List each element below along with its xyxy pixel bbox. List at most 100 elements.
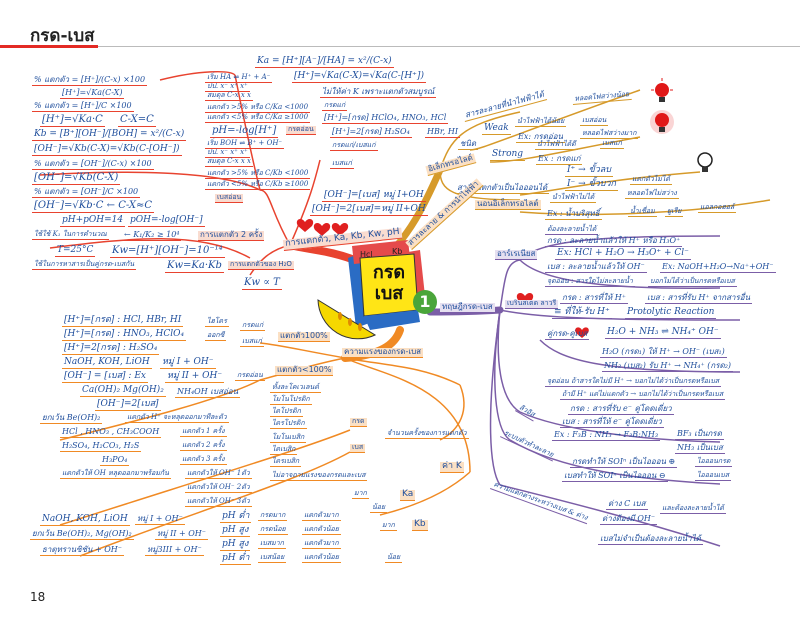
red-branch-node: % แตกตัว = [OH⁻]/C ×100 (32, 187, 141, 198)
purple-branch-node: NH₃ เป็นเบส (675, 443, 725, 454)
gold-branch-node: เบสอ่อน (580, 116, 609, 126)
orange-branch-node: โมโนเบสิก (270, 433, 307, 443)
orange-branch-node: NH₄OH เบสอ่อน (175, 387, 241, 398)
red-branch-node: % แตกตัว = [OH⁻]/(C-x) ×100 (32, 159, 154, 170)
red-branch-node: [H⁺]=√Ka(C-X) (60, 88, 125, 99)
lightbulb-off-icon (697, 152, 713, 172)
page-title: กรด-เบส (30, 26, 95, 46)
gold-branch-node: I⁺ → ขั้วลบ (565, 165, 614, 177)
orange-branch-node: แตกตัวน้อย (302, 525, 341, 535)
orange-branch-node: แตกตัวน้อย (302, 553, 341, 563)
chapter-number-badge: 1 (413, 290, 437, 314)
purple-branch-node: และต้องละลายน้ำได้ (660, 504, 726, 514)
gold-branch-node: หลอดไฟสว่างมาก (580, 129, 639, 139)
purple-branch-node: H₂O (กรด₁) ให้ H⁺ → OH⁻ (เบส₁) (600, 347, 727, 358)
red-branch-node: T=25°C (55, 245, 96, 257)
center-title-line: เบส (374, 283, 404, 304)
gold-branch-node: Ex: กรดอ่อน (516, 132, 566, 143)
purple-branch-node: เบรินสเตด ลาวรี (505, 299, 559, 309)
orange-branch-node: ไม่อาจถามแรงของกรดและเบส (270, 471, 368, 481)
orange-branch-node: แตกตัวให้ OH หลุดออกมาพร้อมกัน (60, 469, 171, 479)
orange-branch-node: NaOH, KOH, LiOH (40, 514, 130, 526)
heart-icons (296, 219, 589, 338)
lightbulb-bright-icon (650, 110, 674, 134)
red-branch-node: การแตกตัว 2 ครั้ง (198, 230, 265, 241)
center-title-line: กรด (372, 262, 406, 283)
red-branch-node: แตกตัว <5% หรือ C/Kb ≥1000 (205, 180, 311, 190)
red-branch-node: [H⁺]=2[กรด] H₂SO₄ (330, 127, 412, 138)
orange-branch-node: กรดอ่อน (235, 371, 265, 381)
heart-icon (331, 223, 349, 236)
red-branch-node: แตกตัว <5% หรือ C/Ka ≥1000 (205, 113, 311, 123)
orange-branch-node: ยกเว้น Be(OH)₂ (40, 413, 103, 424)
purple-branch-node: BF₃ เป็นกรด (675, 429, 724, 440)
orange-branch-node: หมู่ II + OH⁻ (155, 529, 208, 540)
red-branch-node: % แตกตัว = [H⁺]/C ×100 (32, 101, 134, 112)
gold-branch-node: นำไฟฟ้าได้น้อย (515, 117, 567, 127)
orange-branch-node: น้อย (385, 553, 403, 563)
orange-branch-node: ธาตุทรานซิชัน + OH⁻ (40, 545, 124, 556)
red-branch-node: Kw=Ka·Kb (165, 260, 224, 273)
orange-branch-node: กรดมาก (258, 511, 288, 521)
orange-branch-node: แตกตัว H⁺ จะหลุดออกมาทีละตัว (125, 413, 229, 423)
red-branch-node: [H⁺]=√Ka(C-X)=√Ka(C-[H⁺]) (292, 71, 426, 83)
orange-branch-node: แตกตัวมาก (302, 511, 341, 521)
red-branch-node: Kw=[H⁺][OH⁻]=10⁻¹⁴ (110, 245, 225, 258)
red-branch-node: ใช้ใช้ K₁ ในการคำนวณ (32, 230, 109, 240)
red-branch-node: [H⁺]=√Ka·C (40, 114, 105, 127)
red-branch-node: สมดุล C-x x x (205, 91, 253, 101)
orange-branch-node: แตกตัวให้ OH⁻ 3ตัว (185, 497, 252, 507)
red-branch-node: [OH⁻]=√Kb(C-X)=√Kb(C-[OH⁻]) (32, 144, 182, 156)
red-branch-node: กรดอ่อน (286, 125, 316, 135)
orange-branch-node: กรดแก่ (240, 321, 266, 331)
orange-branch-node: น้อย (370, 503, 388, 513)
orange-branch-node: ออกซี (205, 331, 227, 341)
gold-branch-node: นำไฟฟ้าได้ดี (535, 140, 578, 150)
orange-branch-node: pH สูง (220, 525, 251, 537)
red-branch-node: ← K₁/K₂ ≥ 10⁴ (122, 230, 182, 241)
orange-branch-node: pH ต่ำ (220, 553, 252, 565)
orange-branch-node: ยกเว้น Be(OH)₂, Mg(OH)₂ (30, 529, 134, 540)
orange-branch-node: แตกตัว 3 ครั้ง (180, 455, 227, 465)
orange-branch-node: มาก (380, 521, 397, 531)
red-branch-node: [OH⁻]=[เบส] หมู่ I+OH (322, 190, 426, 202)
purple-branch-node: ด่าง C เบส (606, 499, 648, 510)
red-branch-node: การแตกตัวของ H₂O (228, 260, 294, 270)
purple-branch-node: ไอออนกรด (695, 457, 733, 467)
red-branch-node: [H⁺]=[กรด] HClO₄, HNO₃, HCl (322, 113, 449, 124)
red-branch-node: เริ่ม BOH ⇌ B⁺ + OH⁻ (205, 139, 285, 149)
red-branch-node: Kw ∝ T (242, 277, 282, 290)
red-branch-node: ไม่ให้ค่า K เพราะแตกตัวสมบูรณ์ (320, 87, 437, 98)
red-branch-node: กรดแก่ (322, 101, 348, 111)
red-branch-node: HBr, HI (425, 127, 461, 138)
orange-branch-node: กรดน้อย (258, 525, 288, 535)
gold-branch-node: แอลกอฮอล์ (698, 203, 737, 213)
red-branch-node: pOH=-log[OH⁻] (128, 215, 205, 227)
purple-branch-node: จุดอ่อน : สารใดไม่ละลายน้ำ (545, 277, 635, 287)
branch-title-orange: ความแรงของกรด-เบส (342, 347, 424, 358)
orange-branch-node: ไฮโดร (205, 317, 229, 327)
gold-branch-node: Strong (490, 149, 526, 161)
purple-branch-node: กรด : ละลายน้ำแล้วให้ H⁺ หรือ H₃O⁺ (545, 236, 683, 247)
gold-branch-node: ยูเรีย (665, 207, 684, 217)
orange-branch-node: จำนวนครั้งของการแตกตัว (385, 429, 469, 439)
orange-branch-node: แตกตัวมาก (302, 539, 341, 549)
purple-branch-node: กรด : สารที่รับ e⁻ คู่โดดเดี่ยว (568, 404, 674, 415)
red-branch-node: เริ่ม HA ⇌ H⁺ + A⁻ (205, 73, 273, 83)
orange-branch-node: H₃PO₄ (100, 455, 130, 466)
purple-branch-node: เบสไม่จำเป็นต้องละลายน้ำได้ (598, 534, 703, 545)
purple-branch-node: บอกไม่ได้ว่าเป็นกรดหรือเบส (648, 277, 737, 287)
book-tab-label: Kb (392, 247, 403, 256)
orange-branch-node: แตกตัวให้ OH⁻ 2ตัว (185, 483, 252, 493)
page-number: 18 (30, 590, 46, 604)
red-branch-node: สมดุล C-x x x (205, 157, 253, 167)
orange-branch-node: ไดเบสิก (270, 445, 298, 455)
red-branch-node: [OH⁻]=√Kb(C-X) (32, 172, 121, 185)
gold-branch-node: หลอดไฟไม่สว่าง (625, 189, 679, 199)
purple-branch-node: H₂O + NH₃ ⇌ NH₄⁺ OH⁻ (605, 327, 721, 339)
red-branch-node: Kb = [B⁺][OH⁻]/[BOH] = x²/(C-x) (32, 129, 187, 141)
purple-branch-node: NH₃ (เบส₂) รับ H⁺ → NH₄⁺ (กรด₂) (602, 361, 734, 372)
purple-branch-node: ไอออนเบส (695, 471, 732, 481)
purple-branch-node: เบสทำให้ SOIⁿ เป็นไอออน ⊖ (562, 471, 668, 482)
orange-branch-node: pH ต่ำ (220, 511, 252, 523)
